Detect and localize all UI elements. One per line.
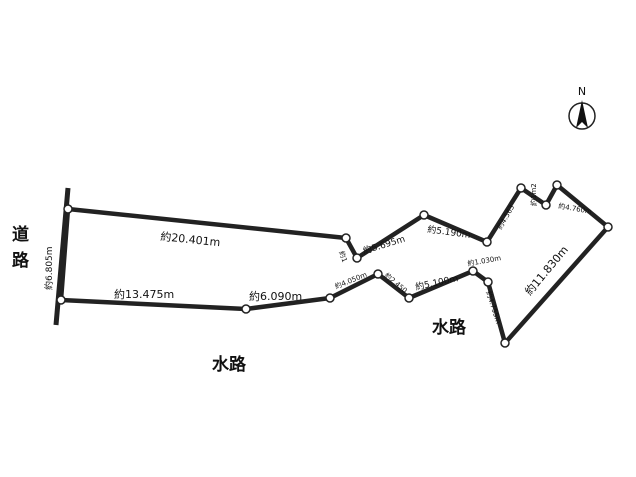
dim-bottom-d: 約1.030m	[467, 253, 502, 268]
dim-rise-1: 約5.695m	[361, 233, 406, 257]
vertex	[482, 237, 492, 247]
dim-top-left: 約20.401m	[160, 229, 221, 249]
vertex	[56, 295, 66, 305]
vertex	[63, 204, 73, 214]
dim-step-small: 約1	[337, 250, 349, 264]
waterway-right-label: 水路	[432, 317, 467, 338]
vertex	[325, 293, 335, 303]
vertex	[603, 222, 613, 232]
vertex	[500, 338, 510, 348]
road-label-line1: 道	[12, 224, 29, 245]
compass-needle-icon	[576, 100, 588, 128]
vertex	[468, 266, 478, 276]
dim-top-notch-b: 約1m2	[529, 183, 538, 206]
vertex	[552, 180, 562, 190]
vertex	[483, 277, 493, 287]
road-label-line2: 路	[12, 250, 30, 271]
dim-top-right: 約4.760m	[558, 201, 593, 216]
vertex	[419, 210, 429, 220]
vertex	[241, 304, 251, 314]
vertex	[516, 183, 526, 193]
vertex	[541, 200, 551, 210]
north-label: N	[578, 85, 586, 98]
vertex-markers	[56, 180, 613, 348]
dim-bottom-c: 約5.100m	[414, 272, 459, 293]
north-compass: N	[568, 85, 596, 130]
vertex	[352, 253, 362, 263]
vertex	[404, 293, 414, 303]
vertex	[373, 269, 383, 279]
road-length-label: 約6.805m	[43, 246, 55, 290]
dim-top-notch-a: 約4.563	[495, 203, 516, 231]
dim-bottom-left: 約13.475m	[114, 287, 174, 301]
waterway-bottom-label: 水路	[212, 354, 247, 375]
dim-bottom-e: 約4.755m	[484, 290, 503, 325]
vertex	[341, 233, 351, 243]
dim-right-diag: 約11.830m	[522, 243, 571, 298]
dim-bottom-mid: 約6.090m	[249, 289, 302, 303]
lot-boundary	[58, 182, 611, 346]
